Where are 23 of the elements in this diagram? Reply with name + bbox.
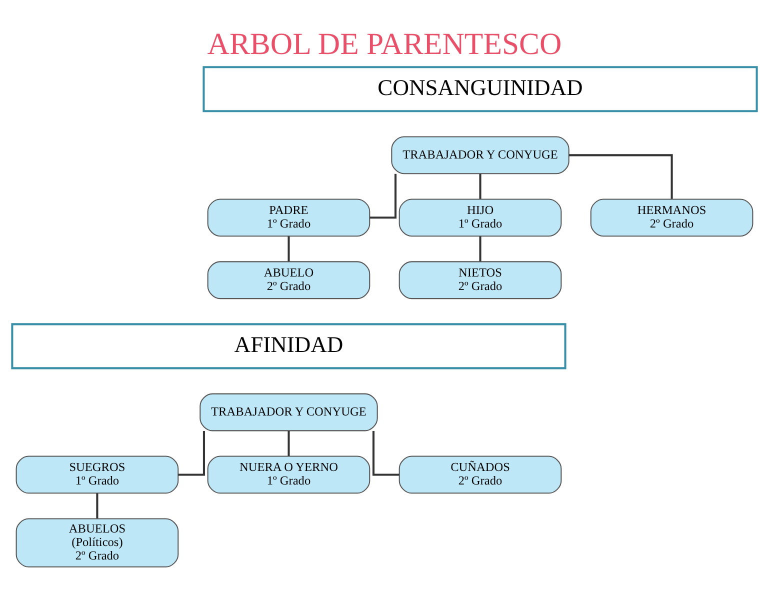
connector	[288, 236, 290, 261]
connector	[479, 236, 482, 261]
node-box: TRABAJADOR Y CONYUGE	[391, 136, 570, 174]
node-box: SUEGROS 1º Grado	[16, 455, 179, 494]
node-box: PADRE 1º Grado	[207, 198, 370, 236]
node-box: TRABAJADOR Y CONYUGE	[200, 392, 378, 431]
connector	[479, 173, 482, 198]
node-box: CUÑADOS 2º Grado	[398, 455, 562, 494]
node-box: ABUELO 2º Grado	[207, 260, 370, 299]
connector	[288, 430, 290, 456]
diagram-title: ARBOL DE PARENTESCO	[207, 26, 562, 60]
node-box: CONSANGUINIDAD	[202, 66, 758, 112]
node-box: HERMANOS 2º Grado	[590, 198, 754, 236]
connector	[96, 492, 98, 518]
node-box: ABUELOS (Políticos) 2º Grado	[16, 518, 179, 567]
node-box: HIJO 1º Grado	[398, 198, 562, 236]
connector	[372, 430, 400, 476]
node-box: NIETOS 2º Grado	[398, 260, 562, 299]
node-box: NUERA O YERNO 1º Grado	[207, 455, 370, 494]
connector	[178, 430, 206, 476]
connector	[569, 154, 673, 198]
node-box: AFINIDAD	[11, 322, 566, 369]
connector	[370, 173, 397, 218]
